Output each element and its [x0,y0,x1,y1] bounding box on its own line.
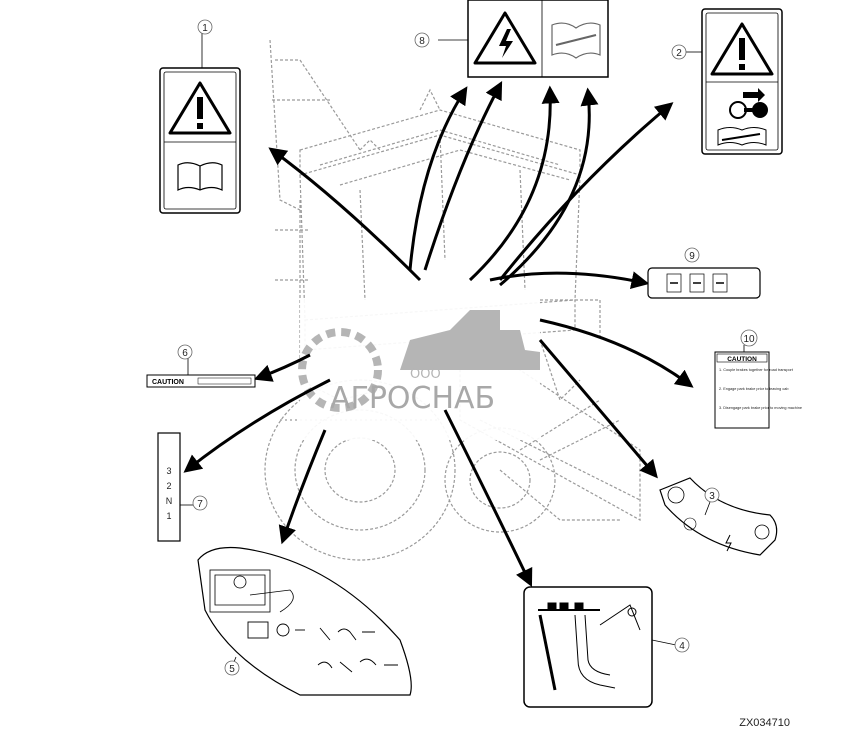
arrow-to-decal-8b [423,81,503,271]
decal-6-signal-word: CAUTION [152,379,184,386]
decal-3: 3 [659,477,778,556]
arrow-to-decal-7 [183,378,331,473]
warning-triangle-icon [710,22,774,76]
remove-key-icon [729,88,768,119]
leader-arrows [183,81,694,588]
decal-7: 3 2 N 1 7 [157,432,208,542]
arrow-to-decal-9 [489,271,650,290]
arrow-to-decal-8a [408,86,468,271]
decal-1: 1 [159,19,241,214]
arrow-to-decal-5 [278,429,327,545]
gear-3: 3 [166,466,171,476]
callout-1-circle [197,19,213,35]
figure-id: ZX034710 [739,717,790,729]
watermark-gear-icon [298,328,382,412]
arrow-to-decal-3 [538,339,658,479]
callout-5: 5 [229,664,235,675]
pump-lever-illustration [538,602,641,691]
callout-1: 1 [202,23,208,34]
arrow-to-decal-1 [268,147,422,282]
watermark-harvester-icon [400,310,540,370]
arrow-to-decal-10 [539,318,694,388]
decal-10-item-3: 3. Disengage park brake prior to moving … [719,406,802,410]
warning-triangle-icon [168,81,232,135]
callout-9: 9 [689,251,695,262]
callout-8: 8 [419,36,425,47]
arrow-to-decal-8d [499,87,599,287]
decal-5: 5 [197,546,412,696]
arrow-to-decal-8c [468,85,560,282]
service-manual-wrench-icon [717,127,767,146]
decal-10-item-1: 1. Couple brakes together for road trans… [719,368,794,372]
callout-2: 2 [676,48,682,59]
watermark-prefix: ООО [410,367,441,382]
lightning-icon [725,534,732,552]
gear-1: 1 [166,511,171,521]
arrow-to-decal-4 [443,409,533,588]
key-icon [683,517,697,531]
control-panel-diagram-icon [209,569,294,613]
arrow-to-decal-6 [253,353,311,382]
decal-10-signal-word: CAUTION [727,356,757,363]
service-manual-wrench-icon [551,22,601,59]
decal-2: 2 [671,8,783,155]
watermark: ООО АГРОСНАБ [298,300,540,440]
speed-symbols-icon [247,621,398,673]
callout-4: 4 [679,641,685,652]
gear-n: N [166,496,173,506]
decal-8: 8 [414,0,609,78]
decal-4: 4 [523,586,690,708]
decal-6: CAUTION 6 [146,344,256,388]
electrical-hazard-icon [473,11,537,65]
decal-10-item-2: 2. Engage park brake prior to leaving ca… [719,387,788,391]
callout-10: 10 [743,334,755,345]
arrow-to-decal-2 [498,102,674,281]
callout-7: 7 [197,499,203,510]
callout-3: 3 [709,491,715,502]
decal-10: 10 CAUTION 1. Couple brakes together for… [714,329,802,429]
watermark-company-name: АГРОСНАБ [330,381,495,416]
decal-9: 9 [647,247,761,299]
gear-2: 2 [166,481,171,491]
callout-6: 6 [182,348,188,359]
operator-manual-icon [177,162,223,191]
